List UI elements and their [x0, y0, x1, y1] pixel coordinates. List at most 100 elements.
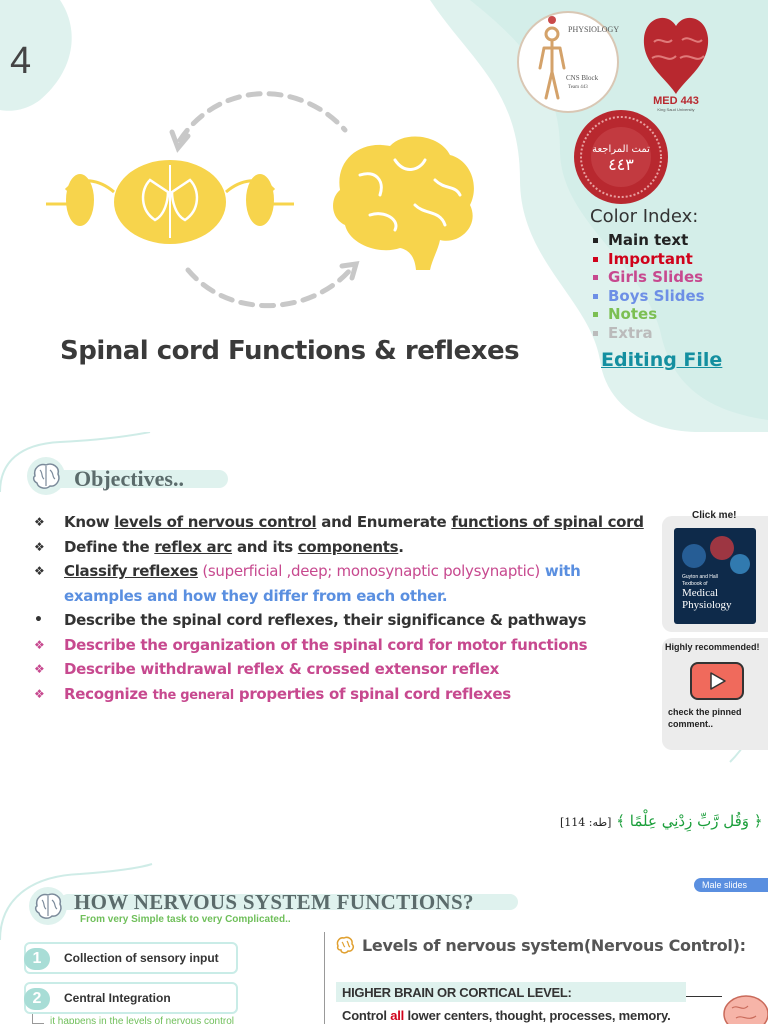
- objective-underlined: reflex arc: [154, 537, 233, 556]
- how-nervous-system-page: Male slides HOW NERVOUS SYSTEM FUNCTIONS…: [0, 860, 768, 1024]
- color-index-boys-slides: Boys Slides: [590, 287, 705, 306]
- diamond-bullet-icon: ❖: [34, 564, 45, 578]
- objectives-heading-bar: [40, 470, 228, 488]
- objective-underlined: functions of spinal cord: [451, 513, 644, 531]
- hns-subheading: From very Simple task to very Complicate…: [80, 914, 291, 925]
- objective-item: ❖ Define the reflex arc and its component…: [34, 535, 654, 560]
- important-text: all: [390, 1008, 405, 1023]
- svg-text:King Saud University: King Saud University: [657, 107, 694, 112]
- cover-background: [0, 0, 768, 432]
- objective-item: • Describe the spinal cord reflexes, thei…: [34, 608, 654, 633]
- svg-text:تمت المراجعة: تمت المراجعة: [592, 144, 650, 155]
- levels-title: Levels of nervous system(Nervous Control…: [362, 936, 746, 955]
- svg-text:Physiology: Physiology: [682, 599, 732, 611]
- svg-text:٤٤٣: ٤٤٣: [608, 155, 634, 174]
- color-index-important: Important: [590, 250, 705, 269]
- step-collection: 1 Collection of sensory input: [24, 942, 238, 974]
- step-note: it happens in the levels of nervous cont…: [50, 1016, 234, 1024]
- spinal-cord-brain-illustration: [46, 91, 474, 309]
- step-number: 1: [24, 948, 50, 970]
- objective-text: properties of spinal cord reflexes: [233, 684, 511, 703]
- diamond-bullet-icon: ❖: [34, 515, 45, 529]
- svg-text:MED 443: MED 443: [653, 95, 699, 107]
- step-label: Central Integration: [64, 991, 171, 1005]
- quran-reference: [طه: 114]: [560, 816, 612, 829]
- cover-page: 4 Spinal cord Functions & reflexes: [0, 0, 768, 432]
- review-seal-icon: تمت المراجعة ٤٤٣: [574, 110, 668, 204]
- svg-text:Medical: Medical: [682, 587, 718, 599]
- brain-outline-icon: [336, 936, 354, 954]
- diamond-bullet-icon: ❖: [34, 539, 45, 554]
- page-number: 4: [10, 40, 32, 82]
- brain-icon: [29, 887, 67, 925]
- click-me-label: Click me!: [692, 510, 737, 521]
- step-label: Collection of sensory input: [64, 951, 219, 965]
- editing-file-link[interactable]: Editing File: [601, 349, 723, 371]
- description-text: lower centers, thought, processes, memor…: [404, 1008, 671, 1023]
- objective-text: Describe the spinal cord reflexes, their…: [64, 611, 587, 629]
- color-index-list: Main text Important Girls Slides Boys Sl…: [590, 231, 705, 342]
- higher-level-title: HIGHER BRAIN OR CORTICAL LEVEL:: [342, 985, 572, 1000]
- diamond-bullet-icon: ❖: [34, 662, 45, 676]
- objective-text: .: [398, 537, 404, 556]
- brain-icon: [27, 457, 65, 495]
- objective-text: Know: [64, 513, 115, 531]
- objective-boys-text: with examples and how they differ from e…: [64, 562, 581, 605]
- hns-heading: HOW NERVOUS SYSTEM FUNCTIONS?: [74, 890, 474, 914]
- pointer-line: [686, 996, 722, 997]
- objective-text: and Enumerate: [316, 513, 452, 531]
- objective-text: the general: [152, 687, 235, 703]
- objective-item: ❖ Know levels of nervous control and Enum…: [34, 510, 654, 535]
- color-index-notes: Notes: [590, 305, 705, 324]
- med-443-logo: MED 443 King Saud University: [643, 17, 709, 112]
- svg-text:Textbook of: Textbook of: [682, 581, 708, 587]
- step-connector: [32, 1014, 44, 1024]
- objective-item: ❖Classify reflexes (superficial ,deep; m…: [34, 559, 654, 608]
- objective-item: ❖ Describe withdrawal reflex & crossed ex…: [34, 657, 654, 682]
- quran-verse: ﴿ وَقُل رَّبِّ زِدْنِي عِلْمًا ﴾ [طه: 11…: [560, 812, 763, 830]
- objective-underlined: Classify reflexes: [64, 562, 198, 580]
- svg-text:Team 443: Team 443: [568, 85, 588, 90]
- bullet-icon: •: [34, 612, 43, 628]
- objectives-page: Objectives.. ❖ Know levels of nervous con…: [0, 432, 768, 860]
- pinned-comment-note: check the pinned comment..: [668, 707, 742, 729]
- color-index-girls-slides: Girls Slides: [590, 268, 705, 287]
- male-slides-tag: Male slides: [694, 878, 768, 892]
- objectives-list: ❖ Know levels of nervous control and Enum…: [34, 510, 654, 708]
- objective-item: ❖ Describe the organization of the spinal…: [34, 633, 654, 658]
- objective-text: Recognize: [64, 684, 153, 703]
- video-play-button[interactable]: [690, 662, 744, 700]
- color-index-extra: Extra: [590, 324, 705, 343]
- step-integration: 2 Central Integration: [24, 982, 238, 1014]
- description-text: Control: [342, 1008, 391, 1023]
- brain-icon: [333, 136, 474, 270]
- objective-underlined: components: [297, 537, 399, 556]
- objective-text: Define the: [64, 537, 155, 556]
- svg-text:CNS Block: CNS Block: [566, 74, 599, 82]
- divider: [324, 932, 325, 1024]
- svg-text:Guyton and Hall: Guyton and Hall: [682, 574, 718, 580]
- diamond-bullet-icon: ❖: [34, 637, 45, 652]
- higher-level-bar: [336, 982, 686, 1002]
- quran-text: ﴿ وَقُل رَّبِّ زِدْنِي عِلْمًا ﴾: [616, 812, 763, 830]
- brain-cortex-icon: [723, 995, 768, 1024]
- objective-text: Describe withdrawal reflex & crossed ext…: [64, 660, 499, 678]
- objectives-heading: Objectives..: [74, 466, 184, 491]
- physiology-team-logo: PHYSIOLOGY CNS Block Team 443: [517, 11, 619, 113]
- objective-text: and its: [232, 537, 298, 556]
- hns-heading-bar: [60, 894, 518, 910]
- diamond-bullet-icon: ❖: [34, 686, 45, 701]
- hns-decoration: [0, 863, 153, 941]
- svg-text:PHYSIOLOGY: PHYSIOLOGY: [568, 25, 619, 34]
- textbook-cover-link[interactable]: Guyton and Hall Textbook of Medical Phys…: [674, 528, 756, 624]
- objective-item: ❖ Recognize the general properties of spi…: [34, 682, 654, 709]
- color-index: Color Index: Main text Important Girls S…: [590, 206, 705, 342]
- spinal-cord-icon: [46, 160, 294, 244]
- objective-underlined: levels of nervous control: [114, 513, 317, 531]
- objective-text: Describe the organization of the spinal …: [64, 635, 588, 654]
- color-index-main-text: Main text: [590, 231, 705, 250]
- page-title: Spinal cord Functions & reflexes: [60, 336, 520, 366]
- color-index-title: Color Index:: [590, 206, 699, 227]
- step-number: 2: [24, 988, 50, 1010]
- play-icon: [710, 672, 726, 690]
